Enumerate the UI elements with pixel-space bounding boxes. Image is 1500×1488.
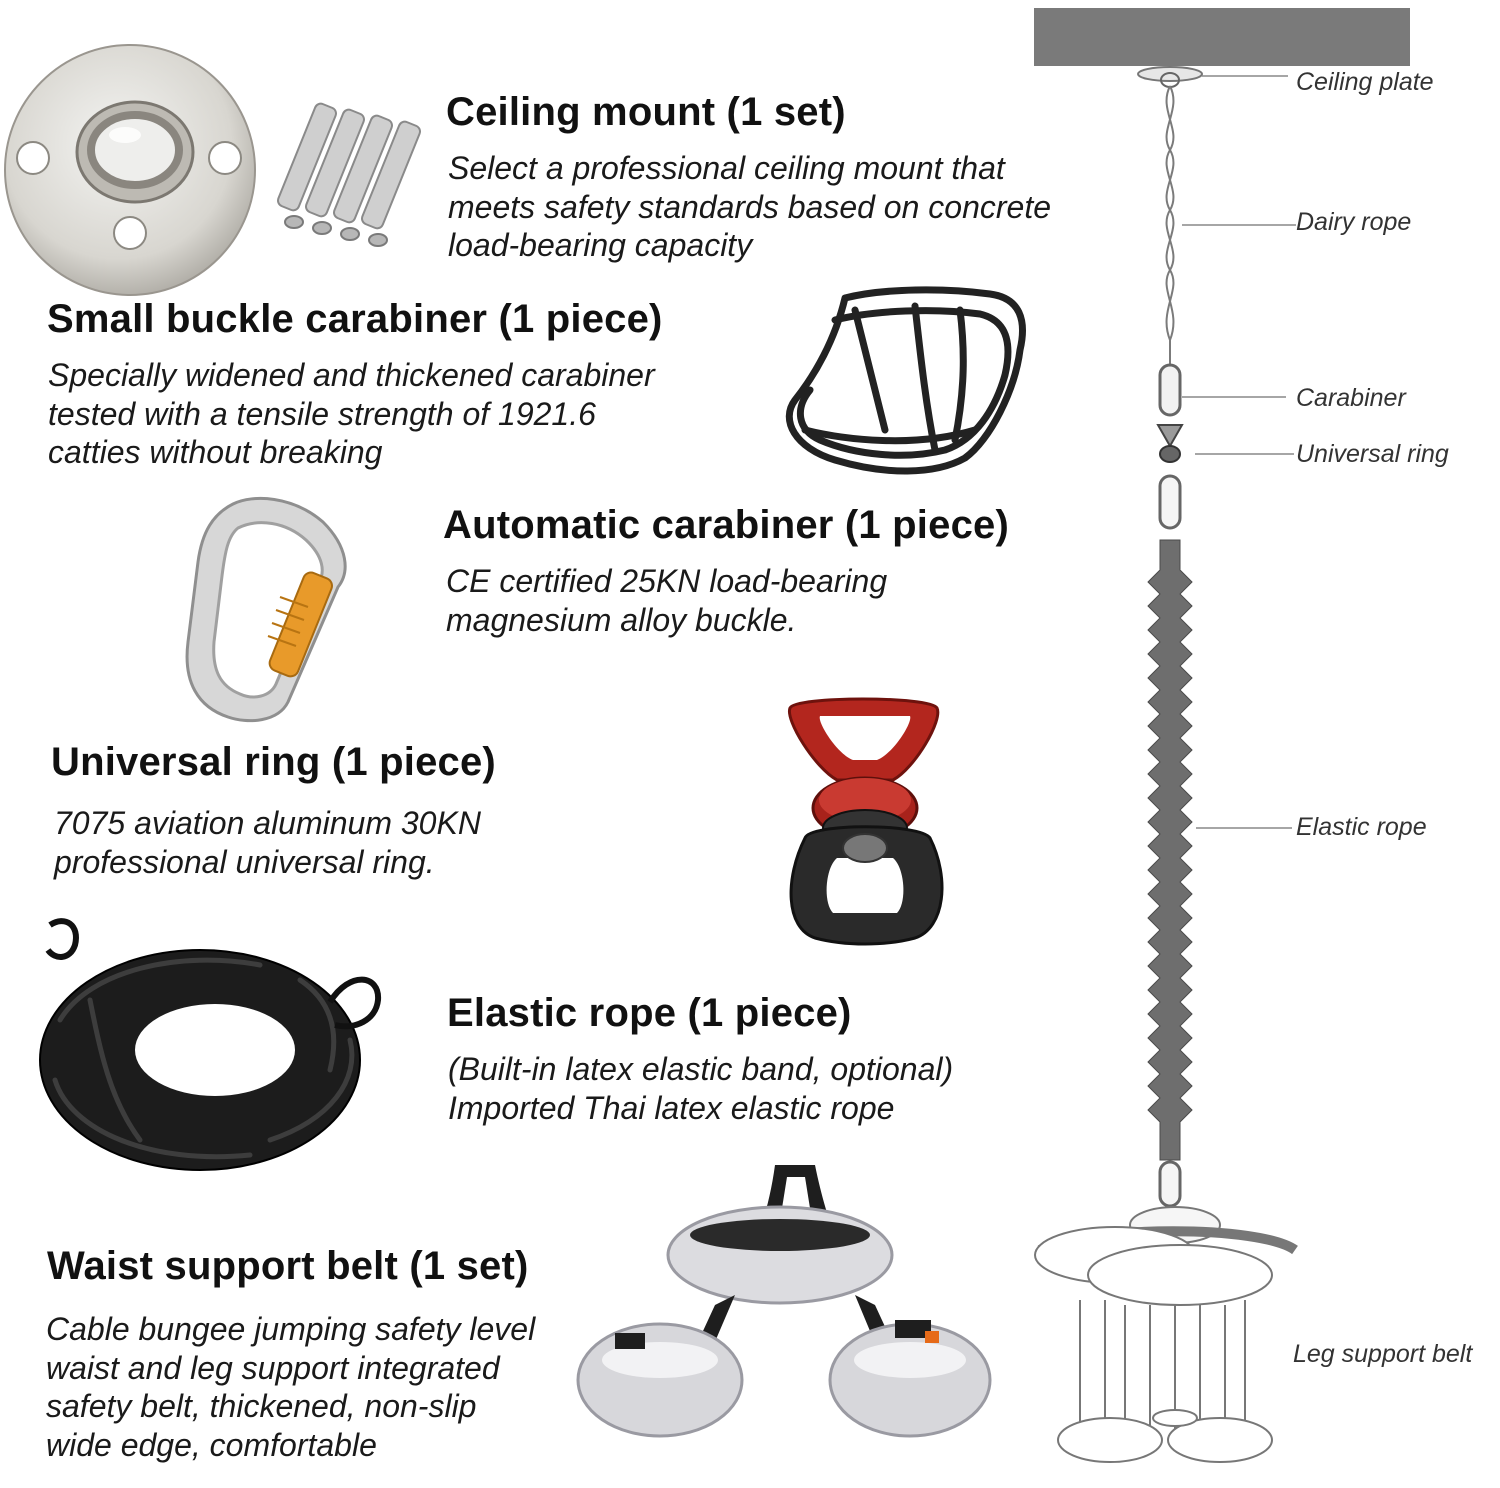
label-leg-support-belt: Leg support belt xyxy=(1293,1340,1473,1368)
label-carabiner: Carabiner xyxy=(1296,384,1406,412)
small-carabiner-title: Small buckle carabiner (1 piece) xyxy=(47,297,663,341)
universal-ring-description: 7075 aviation aluminum 30KN professional… xyxy=(54,805,481,880)
swivel-ring-image xyxy=(788,697,944,946)
ceiling-bar xyxy=(1034,8,1410,66)
ceiling-mount-title: Ceiling mount (1 set) xyxy=(446,90,846,134)
elastic-rope-title: Elastic rope (1 piece) xyxy=(447,991,852,1035)
ceiling-mount-plate-image xyxy=(4,44,256,296)
expansion-bolts-image xyxy=(277,102,421,247)
waist-belt-description: Cable bungee jumping safety level waist … xyxy=(46,1311,536,1463)
label-elastic-rope: Elastic rope xyxy=(1296,813,1427,841)
elastic-rope-description: (Built-in latex elastic band, optional) … xyxy=(448,1051,954,1126)
automatic-carabiner-image xyxy=(185,496,347,723)
automatic-carabiner-title: Automatic carabiner (1 piece) xyxy=(443,503,1009,547)
automatic-carabiner-description: CE certified 25KN load-bearing magnesium… xyxy=(446,563,888,638)
sling-strap-image xyxy=(785,286,1026,475)
waist-belt-title: Waist support belt (1 set) xyxy=(47,1244,529,1288)
label-dairy-rope: Dairy rope xyxy=(1296,208,1412,236)
label-ceiling-plate: Ceiling plate xyxy=(1296,68,1434,96)
label-universal-ring: Universal ring xyxy=(1296,440,1449,468)
waist-belt-image xyxy=(576,1165,992,1438)
elastic-rope-diagram xyxy=(1147,539,1193,1161)
elastic-rope-image xyxy=(39,918,382,1171)
universal-ring-title: Universal ring (1 piece) xyxy=(51,740,496,784)
small-carabiner-description: Specially widened and thickened carabine… xyxy=(48,357,655,470)
ceiling-mount-description: Select a professional ceiling mount that… xyxy=(448,150,1052,263)
assembly-diagram xyxy=(1034,8,1410,1463)
